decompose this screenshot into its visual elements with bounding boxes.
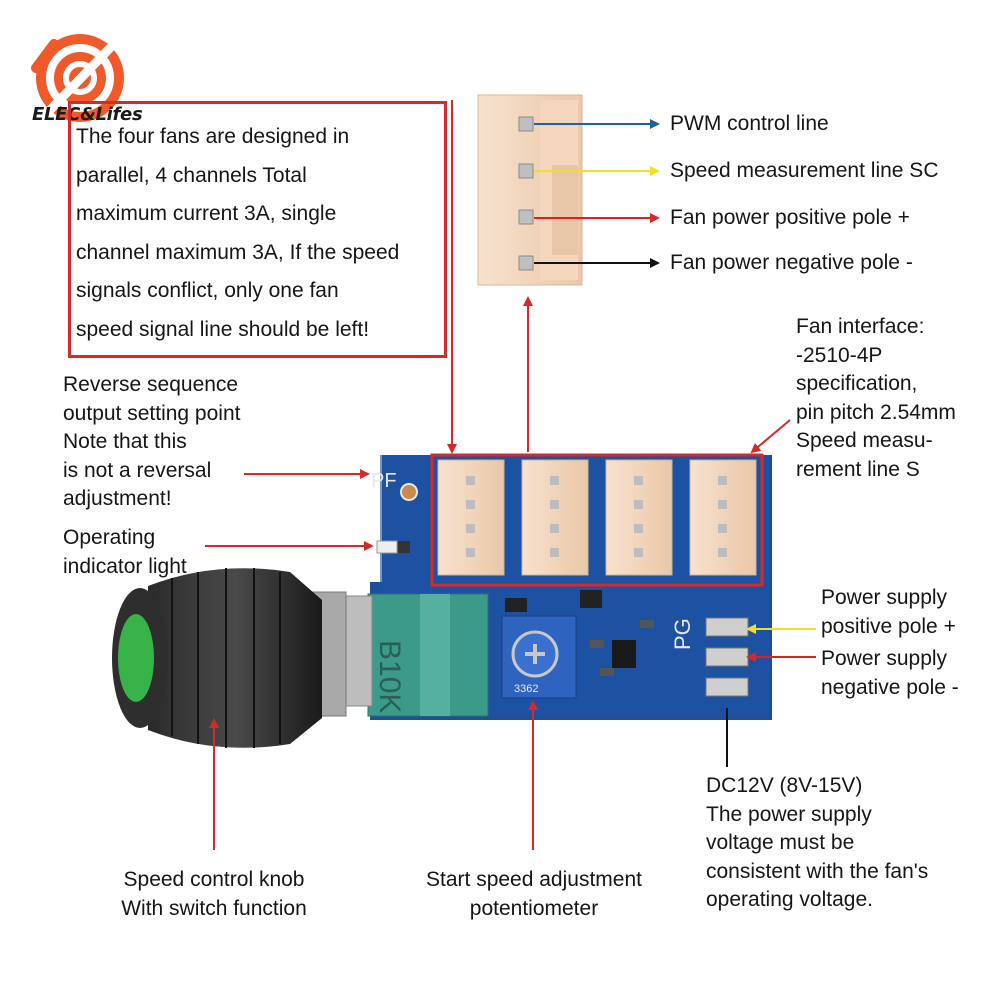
fan-interface-line: specification, xyxy=(796,372,918,395)
parallel-fans-note: The four fans are designed in parallel, … xyxy=(76,118,399,349)
reverse-point-label: Reverse sequence output setting point No… xyxy=(63,371,240,514)
dc-note-line: voltage must be xyxy=(706,831,855,854)
pin-label-positive: Fan power positive pole + xyxy=(670,206,910,229)
pot-marking: B10K xyxy=(373,640,406,713)
fan-interface-line: rement line S xyxy=(796,457,920,481)
knob-line: With switch function xyxy=(121,896,307,920)
pg-silkscreen: PG xyxy=(670,618,695,650)
indicator-line: Operating xyxy=(63,526,156,549)
brand-logo-icon xyxy=(31,34,124,122)
power-negative-line: negative pole - xyxy=(821,675,959,699)
power-negative-label: Power supply negative pole - xyxy=(821,645,959,702)
reverse-point-line: adjustment! xyxy=(63,487,172,510)
indicator-line: indicator light xyxy=(63,554,187,578)
brand-logo-text: ELEC&Lifes xyxy=(32,104,143,125)
fan-interface-label: Fan interface: -2510-4P specification, p… xyxy=(796,313,956,484)
connector-closeup xyxy=(477,94,583,286)
indicator-label: Operating indicator light xyxy=(63,524,187,581)
reverse-point-line: Reverse sequence xyxy=(63,373,239,396)
power-positive-line: positive pole + xyxy=(821,614,956,638)
note-line: The four fans are designed in xyxy=(76,125,350,148)
pin-label-negative: Fan power negative pole - xyxy=(670,251,913,274)
dc-note-line: operating voltage. xyxy=(706,888,873,911)
potentiometer-line: potentiometer xyxy=(469,896,599,920)
note-line: parallel, 4 channels Total xyxy=(76,163,307,187)
connectors-highlight-box xyxy=(430,453,764,587)
power-negative-line: Power supply xyxy=(821,647,948,670)
fan-interface-line: -2510-4P xyxy=(796,343,883,367)
potentiometer-line: Start speed adjustment xyxy=(426,868,642,891)
pin-label-speed: Speed measurement line SC xyxy=(670,159,939,182)
reverse-point-line: output setting point xyxy=(63,401,241,425)
reverse-point-line: is not a reversal xyxy=(63,458,212,482)
reverse-point-line: Note that this xyxy=(63,430,187,453)
fan-interface-line: Fan interface: xyxy=(796,315,925,338)
dc-voltage-note: DC12V (8V-15V) The power supply voltage … xyxy=(706,772,928,915)
knob-line: Speed control knob xyxy=(123,868,305,891)
note-line: channel maximum 3A, If the speed xyxy=(76,240,400,264)
note-box xyxy=(68,101,447,358)
pin-label-pwm: PWM control line xyxy=(670,112,829,135)
trimmer-marking: 3362 xyxy=(514,683,538,695)
dc-note-line: The power supply xyxy=(706,802,872,826)
knob-label: Speed control knob With switch function xyxy=(94,866,334,923)
power-positive-label: Power supply positive pole + xyxy=(821,584,956,641)
note-line: speed signal line should be left! xyxy=(76,317,370,341)
dc-note-line: DC12V (8V-15V) xyxy=(706,774,863,797)
trimmer-3362: 3362 xyxy=(501,615,577,699)
note-line: maximum current 3A, single xyxy=(76,202,337,225)
power-positive-line: Power supply xyxy=(821,586,948,609)
dc-note-line: consistent with the fan's xyxy=(706,859,929,883)
potentiometer-label: Start speed adjustment potentiometer xyxy=(394,866,674,923)
fan-interface-line: pin pitch 2.54mm xyxy=(796,400,956,424)
note-line: signals conflict, only one fan xyxy=(76,279,339,302)
speed-knob xyxy=(112,568,347,748)
pf-silkscreen: PF xyxy=(371,470,397,492)
fan-interface-line: Speed measu- xyxy=(796,429,933,452)
potentiometer-b10k: B10K xyxy=(343,593,489,717)
